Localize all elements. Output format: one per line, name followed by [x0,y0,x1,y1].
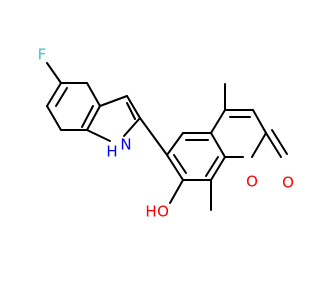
atom-h-hydroxyl: H [145,203,156,221]
bond-c7-c6 [166,154,184,181]
bond-c4a-c8a [210,132,226,158]
bond-c7-hydroxyl [169,179,184,204]
bond-c7a-c3a [86,105,101,131]
bond-c2-carbonyl [265,132,282,158]
bond-c6-c7 [46,105,62,131]
bond-c2-n1 [123,117,141,137]
bond-c8a-c8-double [205,156,219,177]
bond-f-c [46,62,62,84]
bond-c4a-c4 [210,109,226,134]
bond-c2-o1 [251,132,267,158]
bond-c7-c6-double [173,154,187,174]
atom-o-carbonyl: O [282,174,294,192]
atom-o-hydroxyl: O [157,203,169,221]
atom-label-layer: F N H O O O H [38,46,294,221]
bond-indole-chromenone [139,117,168,156]
bond-n1-c7a [86,129,111,142]
bond-c3-c2-inner [126,102,136,120]
atom-h-n: H [106,143,117,161]
bond-c4-c3a [86,82,101,107]
bond-c3-c2 [252,109,267,134]
bond-c3-c2-double [126,95,141,119]
molecule-structure: F N H O O O H [38,46,294,221]
bond-layer [46,62,288,211]
bond-c2-carbonyl-double [271,129,288,155]
bond-c5-c6 [46,82,62,107]
atom-f: F [38,46,47,64]
molecule-canvas: F N H O O O H [37,45,294,221]
bond-c3a-c7a-double [81,105,94,128]
bond-c6-c5-chr [166,132,184,156]
atom-n: N [120,136,131,154]
atom-o-ring: O [246,173,258,191]
bond-c8a-c8 [210,156,226,181]
bond-c3a-c3 [99,95,128,107]
bond-c5-c6-double [55,87,68,107]
